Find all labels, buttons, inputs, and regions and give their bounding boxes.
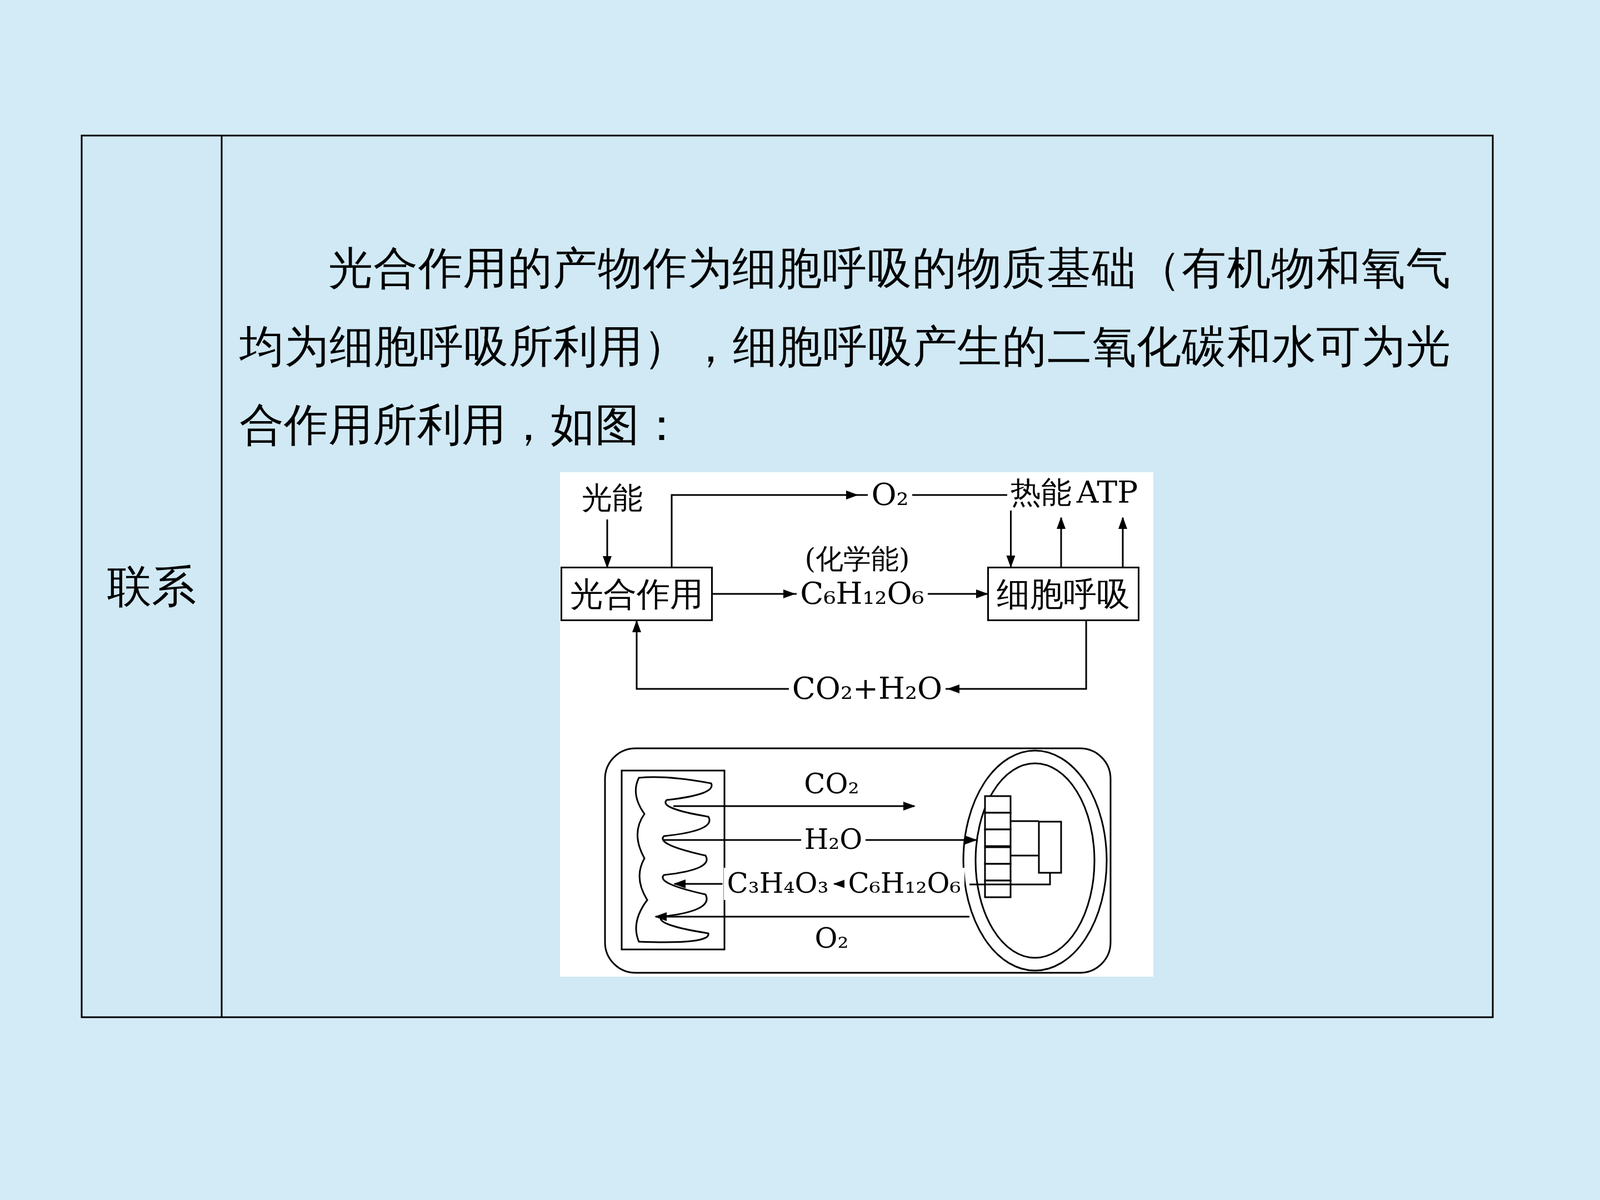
process-box: 细胞呼吸 xyxy=(987,566,1140,622)
substance-label: H₂O xyxy=(801,823,867,857)
cell-outline xyxy=(605,748,1111,973)
paragraph: 光合作用的产物作为细胞呼吸的物质基础（有机物和氧气均为细胞呼吸所利用），细胞呼吸… xyxy=(239,228,1451,464)
picture-ground xyxy=(560,472,1154,977)
light-arrow xyxy=(606,519,609,568)
heat-arrow xyxy=(1060,517,1063,569)
table-frame xyxy=(81,135,1493,1018)
stroma-lamellae xyxy=(969,821,1050,885)
o2-arrow xyxy=(655,916,970,918)
substance-label: C₃H₄O₃ xyxy=(723,867,833,900)
edge-label: O₂ xyxy=(867,477,912,513)
chloroplast-inner xyxy=(975,763,1095,958)
substance-label: CO₂ xyxy=(800,768,863,801)
edge-label: CO₂+H₂O xyxy=(788,671,946,707)
pyruvate-arrow xyxy=(833,883,844,885)
energy-label: 热能 xyxy=(1007,475,1075,510)
table-divider xyxy=(221,135,223,1018)
box-text: 光合作用 xyxy=(570,573,704,614)
co2-arrow xyxy=(673,805,915,808)
substance-label: O₂ xyxy=(811,922,852,955)
energy-label: ATP xyxy=(1073,475,1142,510)
chloroplast-outer xyxy=(963,750,1107,971)
box-text: 细胞呼吸 xyxy=(996,573,1130,614)
process-box: 光合作用 xyxy=(560,566,713,622)
energy-label: (化学能) xyxy=(801,543,913,576)
energy-label: 光能 xyxy=(578,480,647,516)
substance-label: C₆H₁₂O₆ xyxy=(844,867,964,900)
atp-arrow xyxy=(1122,517,1124,569)
table-cell: 联系 xyxy=(107,561,197,613)
edge-label: C₆H₁₂O₆ xyxy=(796,576,928,612)
pyruvate-arrow xyxy=(674,883,723,885)
mitochondrion-frame xyxy=(621,770,725,950)
